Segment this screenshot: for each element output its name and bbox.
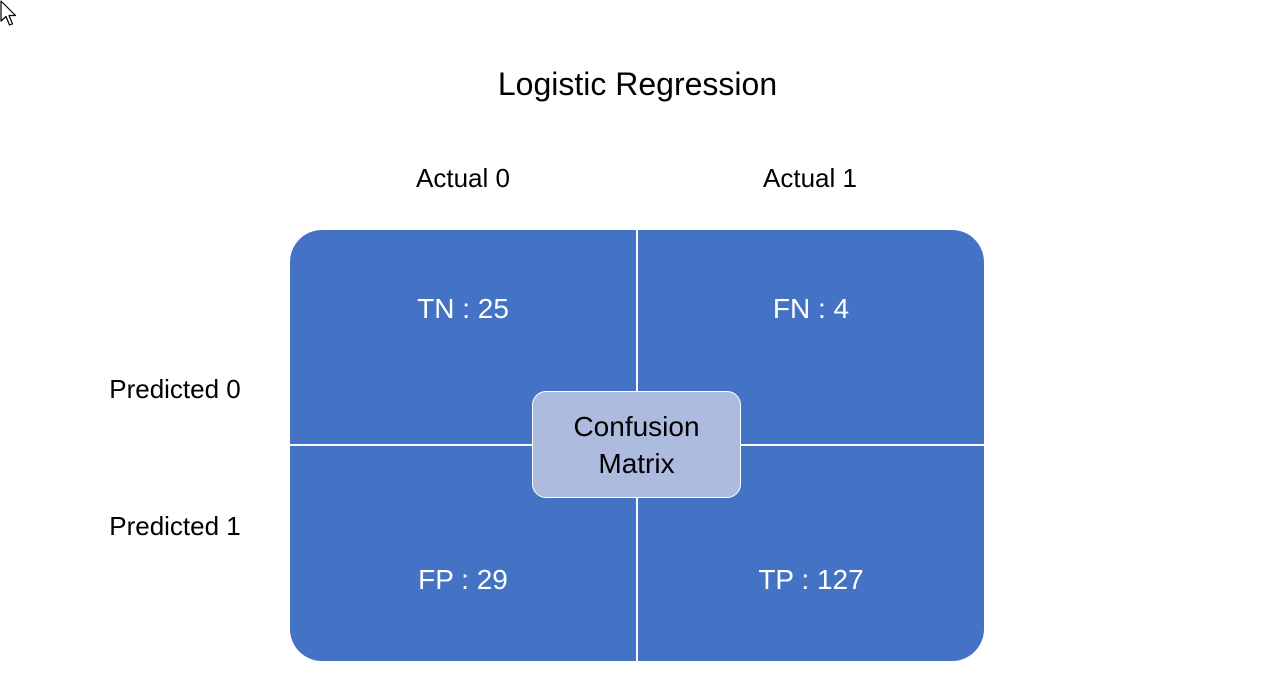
center-label-line-2: Matrix xyxy=(598,447,675,479)
column-label-actual-1: Actual 1 xyxy=(763,163,857,193)
cell-false-positive-label: FP : 29 xyxy=(418,564,508,595)
column-label-actual-0: Actual 0 xyxy=(416,163,510,193)
mouse-pointer-icon xyxy=(0,0,17,26)
cell-true-positive-label: TP : 127 xyxy=(758,564,864,595)
row-label-predicted-0: Predicted 0 xyxy=(109,374,241,404)
cell-true-negative-label: TN : 25 xyxy=(417,293,509,324)
diagram-title: Logistic Regression xyxy=(497,66,778,102)
cell-false-negative-label: FN : 4 xyxy=(772,293,850,324)
row-label-predicted-1: Predicted 1 xyxy=(109,511,241,541)
confusion-matrix-center-label: Confusion Matrix xyxy=(532,391,741,498)
center-label-line-1: Confusion xyxy=(573,410,700,442)
confusion-matrix-grid: TN : 25 FN : 4 FP : 29 TP : 127 xyxy=(290,230,984,661)
